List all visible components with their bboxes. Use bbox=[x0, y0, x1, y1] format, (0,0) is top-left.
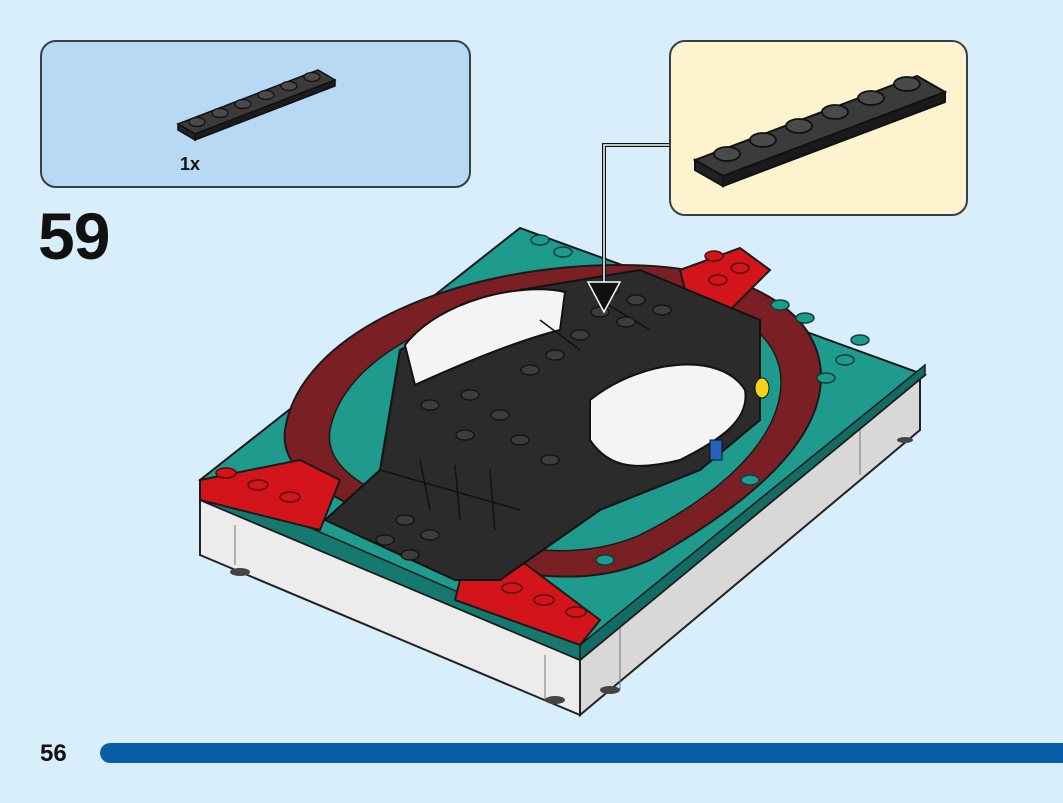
callout-plate-icon bbox=[692, 74, 948, 188]
progress-bar-fill bbox=[100, 743, 1063, 763]
part-quantity: 1x bbox=[180, 154, 201, 174]
black-plate-1x6-icon bbox=[176, 69, 337, 142]
page-number: 56 bbox=[40, 740, 67, 767]
parts-list-box: 1x bbox=[40, 40, 471, 188]
callout-box bbox=[669, 40, 968, 216]
progress-bar bbox=[100, 743, 1063, 763]
step-number: 59 bbox=[38, 199, 110, 273]
